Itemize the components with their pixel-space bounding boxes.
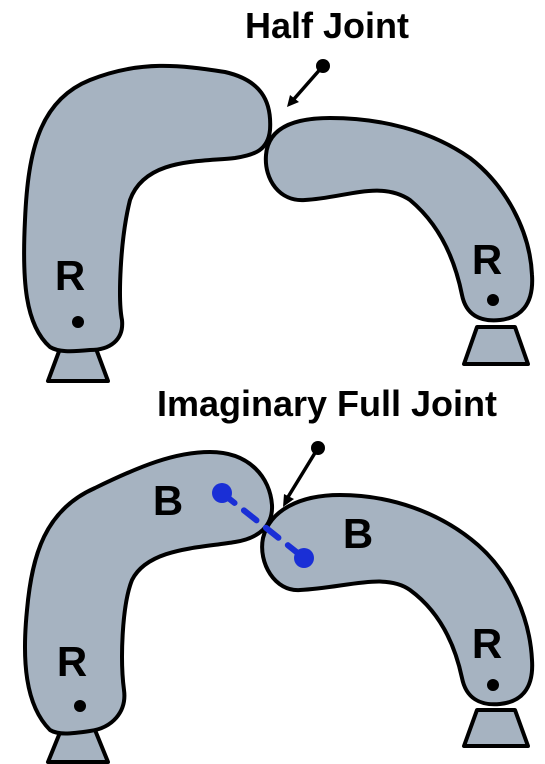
half-joint-pointer — [287, 59, 330, 107]
left-base-label-2: R — [57, 638, 87, 685]
top-panel: Half Joint R R — [22, 5, 535, 383]
right-base-mount — [462, 325, 530, 366]
left-link-body-2 — [22, 450, 275, 736]
right-pivot-dot-2 — [487, 679, 499, 691]
left-joint-label: B — [153, 477, 183, 524]
top-title: Half Joint — [245, 5, 409, 46]
right-base-label: R — [472, 236, 502, 283]
left-link-body — [22, 63, 273, 354]
imaginary-joint-left — [212, 483, 232, 503]
right-joint-label: B — [343, 510, 373, 557]
right-link-body — [263, 116, 535, 323]
left-pivot-dot-2 — [74, 700, 86, 712]
right-base-label-2: R — [472, 620, 502, 667]
imaginary-joint-right — [294, 548, 314, 568]
imaginary-joint-pointer — [283, 441, 325, 507]
left-base-mount-2 — [46, 728, 110, 764]
bottom-panel: Imaginary Full Joint R B R B — [22, 383, 535, 764]
right-pivot-dot — [487, 294, 499, 306]
right-base-mount-2 — [462, 708, 530, 748]
right-link-body-2 — [260, 493, 535, 707]
left-pivot-dot — [72, 316, 84, 328]
imaginary-link — [212, 483, 314, 568]
left-base-label: R — [55, 252, 85, 299]
bottom-title: Imaginary Full Joint — [157, 383, 497, 424]
